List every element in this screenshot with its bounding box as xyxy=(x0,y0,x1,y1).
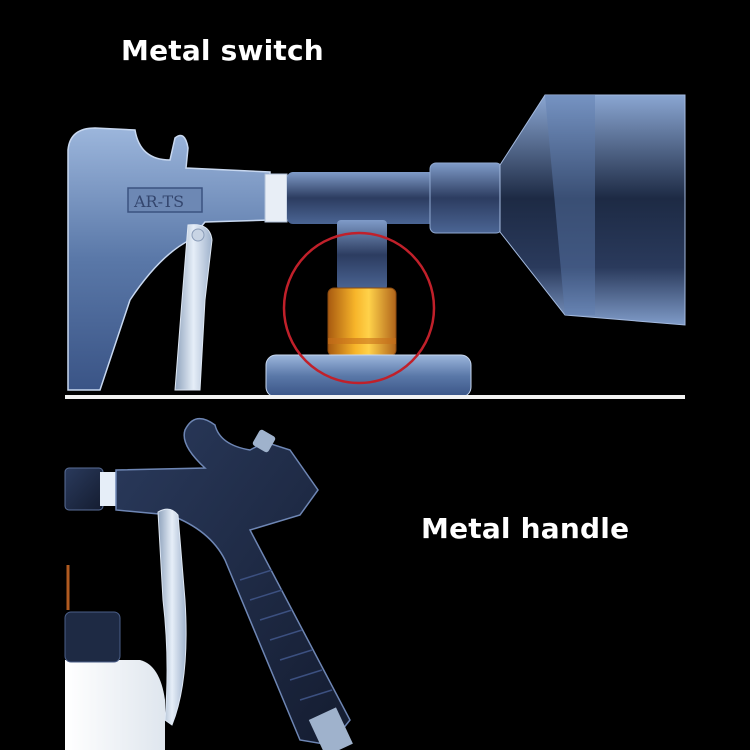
svg-text:AR-TS: AR-TS xyxy=(133,192,184,211)
panel-divider xyxy=(65,395,685,399)
caption-metal-handle: Metal handle xyxy=(421,512,630,545)
top-gun: AR-TS xyxy=(67,94,686,398)
bottom-gun xyxy=(64,417,353,750)
caption-metal-switch: Metal switch xyxy=(121,34,324,67)
highlight-circle xyxy=(282,231,436,385)
